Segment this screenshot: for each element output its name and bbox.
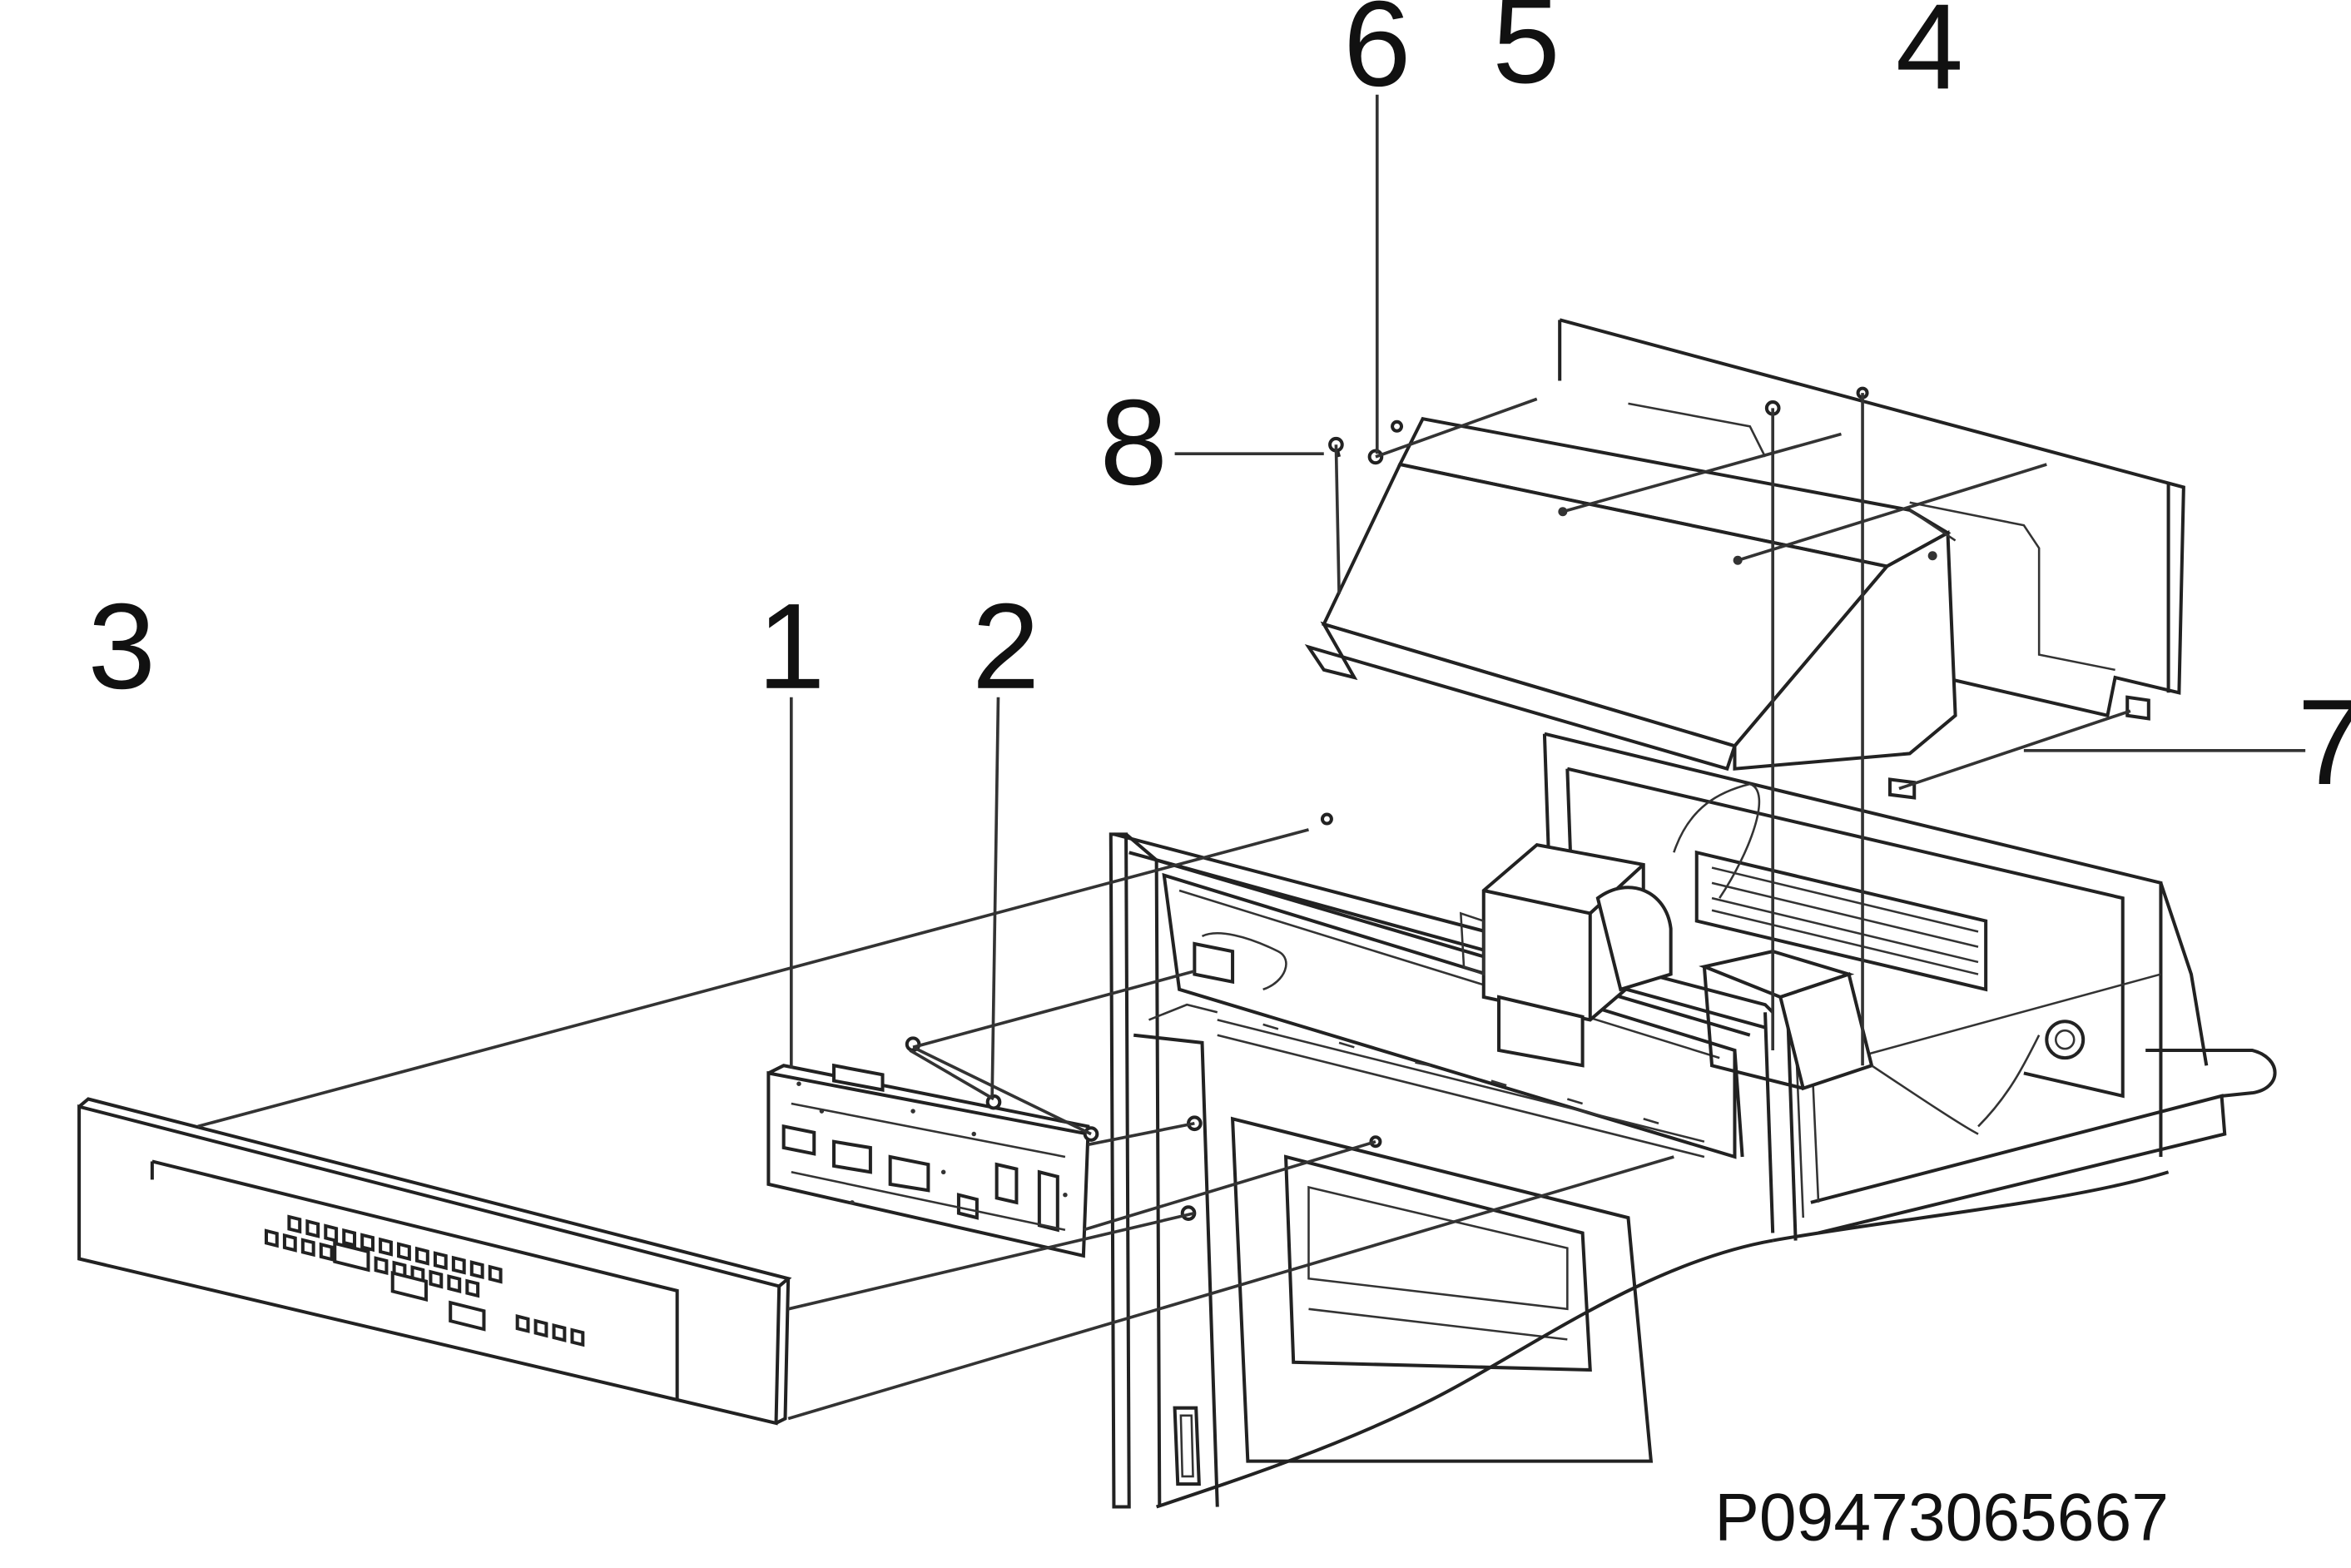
drawing-code: P09473065667 [1714,1481,2169,1556]
panel-button [552,1322,567,1342]
panel-button [305,1218,320,1238]
callout-5: 5 [1492,0,1560,108]
callout-1: 1 [757,578,825,714]
panel-button [447,1274,462,1293]
panel-button [360,1233,374,1253]
panel-button [390,1271,428,1303]
panel-button [570,1327,585,1347]
top-cover-assembly [1304,318,2185,800]
panel-button [342,1228,357,1248]
panel-button [449,1300,486,1332]
projection-lines [197,393,2131,1421]
panel-button [488,1264,503,1284]
panel-button [374,1256,389,1276]
panel-button [397,1242,411,1262]
callout-8: 8 [1100,375,1168,510]
panel-button [451,1255,466,1275]
callout-leaders [789,94,2306,1096]
panel-button [433,1251,448,1271]
panel-button [379,1237,393,1257]
internal-components [1193,782,2086,1159]
callout-2: 2 [972,578,1039,714]
panel-button [264,1228,279,1248]
panel-button [333,1241,370,1273]
panel-button [465,1278,480,1298]
panel-button [300,1238,315,1258]
callout-4: 4 [1896,0,1963,114]
panel-button [429,1269,444,1289]
panel-button [319,1242,334,1262]
control-panel [77,1097,792,1426]
oven-body [1109,732,2277,1509]
panel-button [324,1223,339,1243]
panel-button [414,1246,429,1266]
panel-button [282,1233,297,1253]
callout-7: 7 [2298,674,2351,810]
panel-button [469,1260,484,1280]
callout-3: 3 [88,578,156,714]
panel-button [515,1314,530,1333]
panel-button [533,1318,548,1338]
panel-button [287,1214,302,1234]
callout-6: 6 [1343,0,1411,112]
control-board [766,1063,1090,1258]
